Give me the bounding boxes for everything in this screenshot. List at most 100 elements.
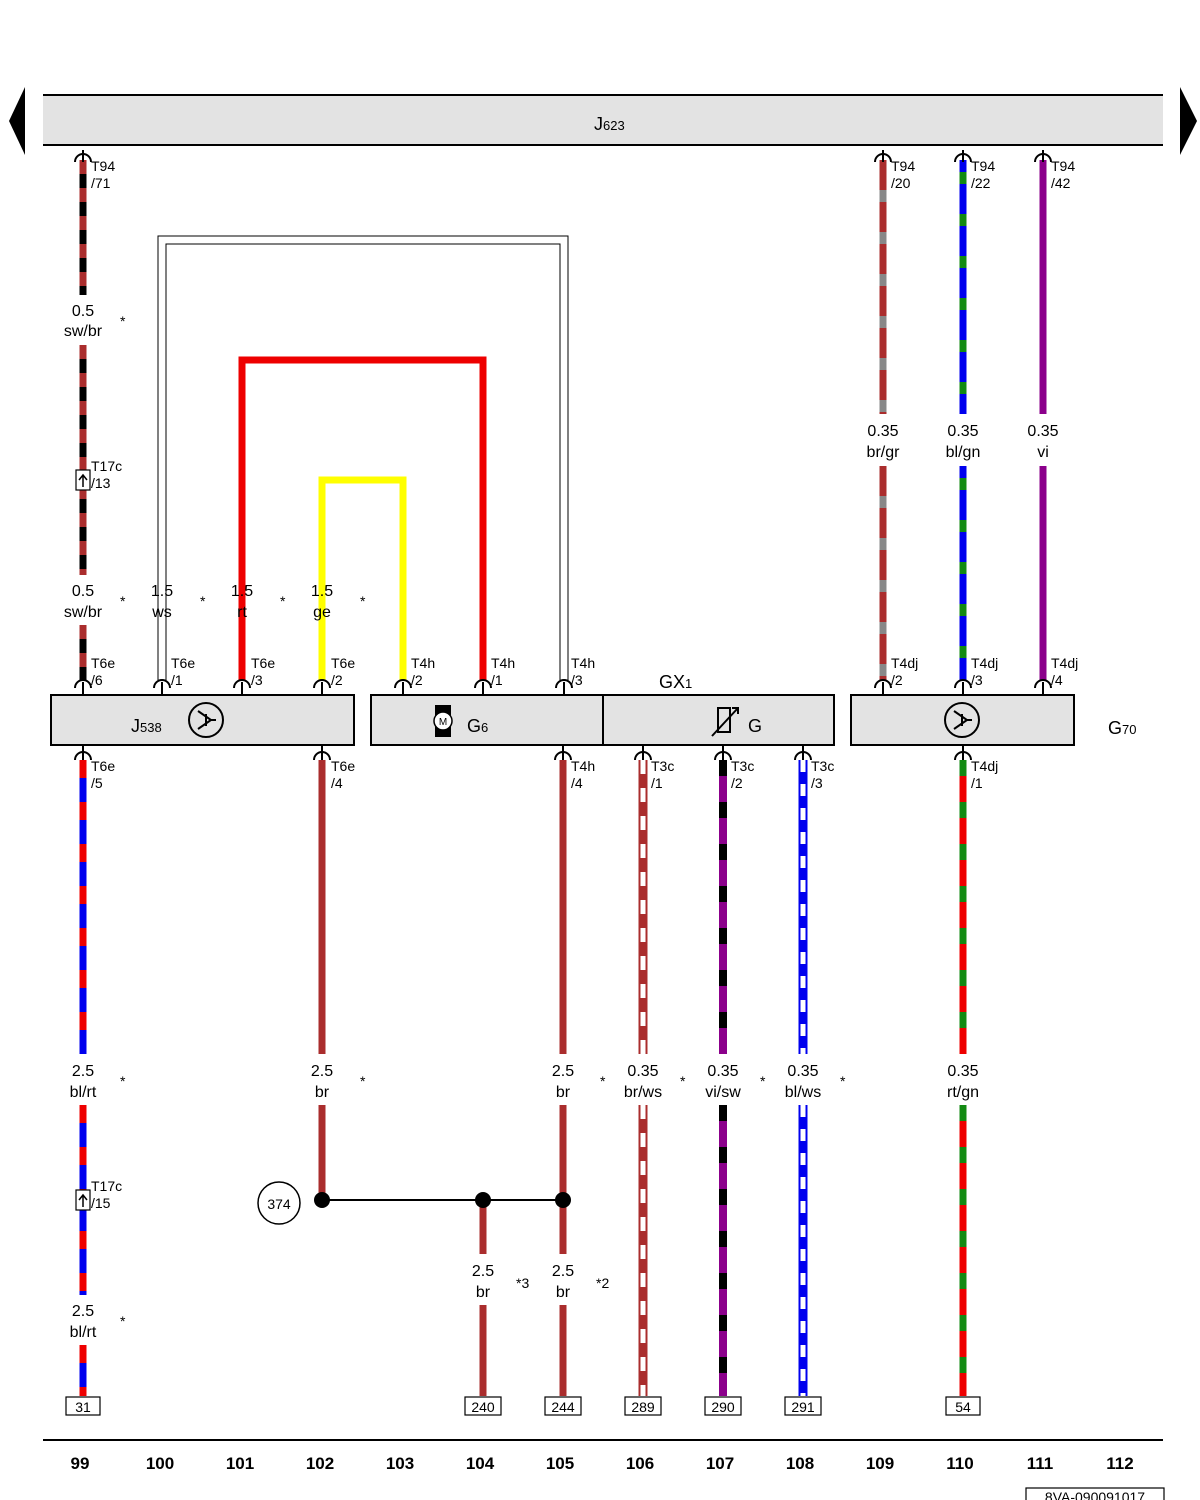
svg-text:/2: /2 <box>731 775 743 791</box>
svg-text:/2: /2 <box>411 672 423 688</box>
svg-text:110: 110 <box>946 1454 973 1473</box>
svg-text:*: * <box>840 1073 846 1089</box>
svg-text:2.5: 2.5 <box>472 1263 494 1280</box>
svg-text:vi: vi <box>1037 444 1049 461</box>
g6-label: G6 <box>467 716 488 736</box>
svg-text:T6e: T6e <box>331 655 355 671</box>
gx1-label: GX1 <box>659 672 692 692</box>
svg-text:/4: /4 <box>571 775 583 791</box>
svg-text:bl/ws: bl/ws <box>785 1084 821 1101</box>
svg-text:T6e: T6e <box>331 758 355 774</box>
column-numbers: 99 100 101 102 103 104 105 106 107 108 1… <box>71 1454 1134 1473</box>
svg-text:*: * <box>280 593 286 609</box>
ground-ref-circle <box>257 1181 301 1225</box>
svg-text:M: M <box>439 717 447 728</box>
svg-text:/1: /1 <box>971 775 983 791</box>
wire-labels: 0.5 sw/br 0.5 sw/br 1.5 ws 1.5 rt 1.5 ge… <box>64 303 1059 1341</box>
svg-text:54: 54 <box>955 1399 971 1415</box>
svg-text:240: 240 <box>471 1399 495 1415</box>
svg-text:1.5: 1.5 <box>151 583 173 600</box>
flow-meter-icon <box>944 702 980 738</box>
svg-text:T6e: T6e <box>171 655 195 671</box>
svg-text:104: 104 <box>466 1454 495 1473</box>
svg-text:101: 101 <box>226 1454 254 1473</box>
svg-text:T4h: T4h <box>491 655 515 671</box>
doc-code-box <box>1025 1487 1165 1500</box>
junction-dot <box>555 1192 571 1208</box>
svg-text:T4dj: T4dj <box>1051 655 1078 671</box>
wire-ge-loop <box>318 476 407 680</box>
svg-text:br: br <box>476 1284 491 1301</box>
svg-text:ge: ge <box>313 604 331 621</box>
pin-labels: T94/71 T94/20 T94/22 T94/42 T17c/13 T6e/… <box>91 158 1078 1211</box>
svg-text:T94: T94 <box>891 158 915 174</box>
svg-text:T6e: T6e <box>251 655 275 671</box>
svg-text:0.35: 0.35 <box>947 423 978 440</box>
svg-text:T4dj: T4dj <box>971 758 998 774</box>
svg-text:T3c: T3c <box>651 758 674 774</box>
svg-text:/2: /2 <box>331 672 343 688</box>
svg-text:/1: /1 <box>171 672 183 688</box>
svg-text:2.5: 2.5 <box>72 1303 94 1320</box>
variable-resistor-icon <box>711 707 739 737</box>
svg-text:100: 100 <box>146 1454 174 1473</box>
svg-text:291: 291 <box>791 1399 815 1415</box>
svg-text:/6: /6 <box>91 672 103 688</box>
j538-label: J538 <box>131 716 162 736</box>
svg-text:br: br <box>556 1084 571 1101</box>
reference-boxes: 31 240 244 289 290 291 54 <box>65 1396 981 1416</box>
svg-text:106: 106 <box>626 1454 654 1473</box>
prev-page-icon[interactable] <box>9 87 25 155</box>
svg-text:*2: *2 <box>596 1275 609 1291</box>
svg-text:0.35: 0.35 <box>707 1063 738 1080</box>
svg-text:*: * <box>200 593 206 609</box>
svg-text:bl/rt: bl/rt <box>70 1324 97 1341</box>
svg-text:/1: /1 <box>651 775 663 791</box>
svg-text:103: 103 <box>386 1454 414 1473</box>
svg-text:T4h: T4h <box>571 758 595 774</box>
wire-ws-loop <box>157 235 569 680</box>
svg-text:102: 102 <box>306 1454 334 1473</box>
connector-arrow-icon <box>74 150 1052 163</box>
svg-text:/4: /4 <box>331 775 343 791</box>
svg-text:T4h: T4h <box>571 655 595 671</box>
svg-text:1.5: 1.5 <box>231 583 253 600</box>
svg-text:T6e: T6e <box>91 655 115 671</box>
svg-text:111: 111 <box>1027 1454 1054 1473</box>
svg-text:105: 105 <box>546 1454 574 1473</box>
connector-arrow-icon <box>74 679 1052 694</box>
svg-text:107: 107 <box>706 1454 734 1473</box>
svg-text:/13: /13 <box>91 475 111 491</box>
svg-text:br: br <box>556 1284 571 1301</box>
ecu-bar <box>43 95 1163 145</box>
svg-text:31: 31 <box>75 1399 91 1415</box>
svg-text:1.5: 1.5 <box>311 583 333 600</box>
svg-text:2.5: 2.5 <box>311 1063 333 1080</box>
svg-text:T4dj: T4dj <box>891 655 918 671</box>
svg-text:bl/gn: bl/gn <box>946 444 981 461</box>
svg-text:/4: /4 <box>1051 672 1063 688</box>
footnote-marks: * * * * * * * * * * * * *3 *2 <box>120 313 846 1329</box>
svg-text:/71: /71 <box>91 175 111 191</box>
svg-text:br/ws: br/ws <box>624 1084 662 1101</box>
svg-text:*: * <box>680 1073 686 1089</box>
svg-text:0.35: 0.35 <box>627 1063 658 1080</box>
svg-text:*: * <box>120 313 126 329</box>
svg-text:0.35: 0.35 <box>787 1063 818 1080</box>
svg-text:2.5: 2.5 <box>552 1063 574 1080</box>
svg-text:99: 99 <box>71 1454 90 1473</box>
svg-text:0.35: 0.35 <box>947 1063 978 1080</box>
svg-text:112: 112 <box>1106 1454 1133 1473</box>
next-page-icon[interactable] <box>1180 87 1197 155</box>
svg-text:T3c: T3c <box>811 758 834 774</box>
wire-rt-loop <box>238 356 487 680</box>
svg-text:2.5: 2.5 <box>72 1063 94 1080</box>
junction-dot <box>475 1192 491 1208</box>
svg-text:/22: /22 <box>971 175 991 191</box>
svg-text:*: * <box>600 1073 606 1089</box>
g-label: G <box>748 716 762 736</box>
connector-t17c-15 <box>75 1189 91 1211</box>
svg-text:sw/br: sw/br <box>64 604 103 621</box>
svg-text:*: * <box>360 1073 366 1089</box>
ecu-title: J623 <box>594 114 625 134</box>
